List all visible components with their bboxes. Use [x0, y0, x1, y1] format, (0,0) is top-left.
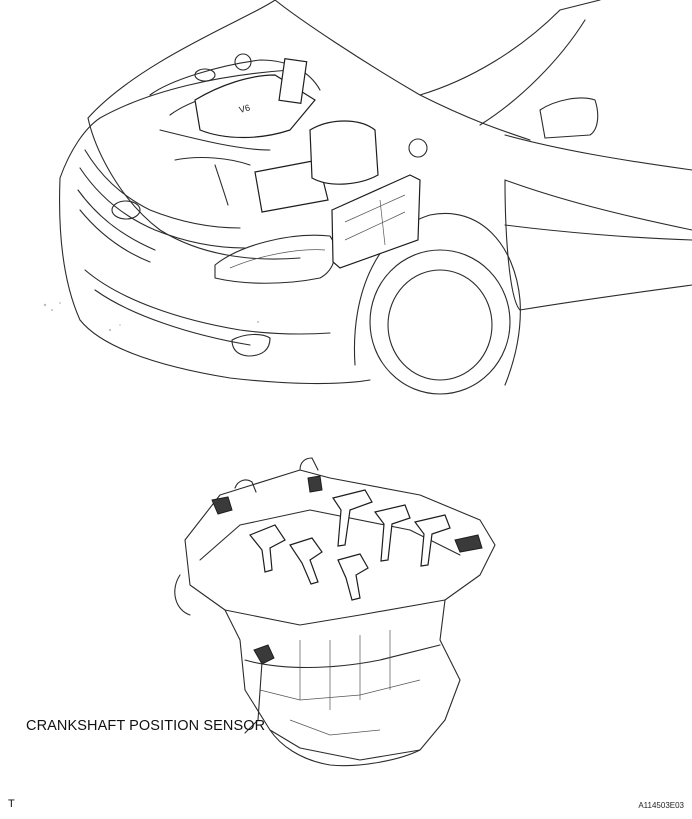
strut-tower-left [234, 53, 252, 71]
battery [254, 159, 329, 213]
ignition-coils [249, 489, 451, 601]
crankshaft-sensor-leader-line [244, 661, 263, 734]
air-cleaner [309, 120, 379, 185]
scan-speckle [43, 302, 259, 332]
ignition-coil-3 [337, 553, 369, 601]
ignition-coil-1 [249, 524, 286, 573]
brand-emblem [111, 200, 141, 220]
air-intake-duct [278, 57, 308, 104]
engine-cover-mark: V6 [238, 102, 251, 115]
ignition-coil-2 [289, 537, 323, 585]
strut-tower-right [408, 138, 428, 158]
front-grille [77, 149, 331, 346]
corner-mark: T [8, 798, 15, 810]
fog-light [231, 333, 271, 357]
camshaft-sensor-right [454, 534, 483, 553]
crankshaft-position-sensor-label: CRANKSHAFT POSITION SENSOR [26, 718, 266, 734]
ignition-coil-5 [373, 504, 411, 562]
car-body-outline [58, 0, 692, 395]
camshaft-sensor-top [307, 475, 323, 493]
crankshaft-position-sensor [253, 644, 275, 665]
engine-bay: V6 [149, 53, 428, 269]
figure-code: A114503E03 [638, 801, 684, 810]
coolant-reservoir [194, 68, 216, 82]
sensors [211, 475, 483, 665]
camshaft-sensor-left [211, 496, 233, 515]
engine-block [174, 457, 496, 767]
ignition-coil-6 [413, 514, 451, 567]
ignition-coil-4 [332, 489, 373, 547]
